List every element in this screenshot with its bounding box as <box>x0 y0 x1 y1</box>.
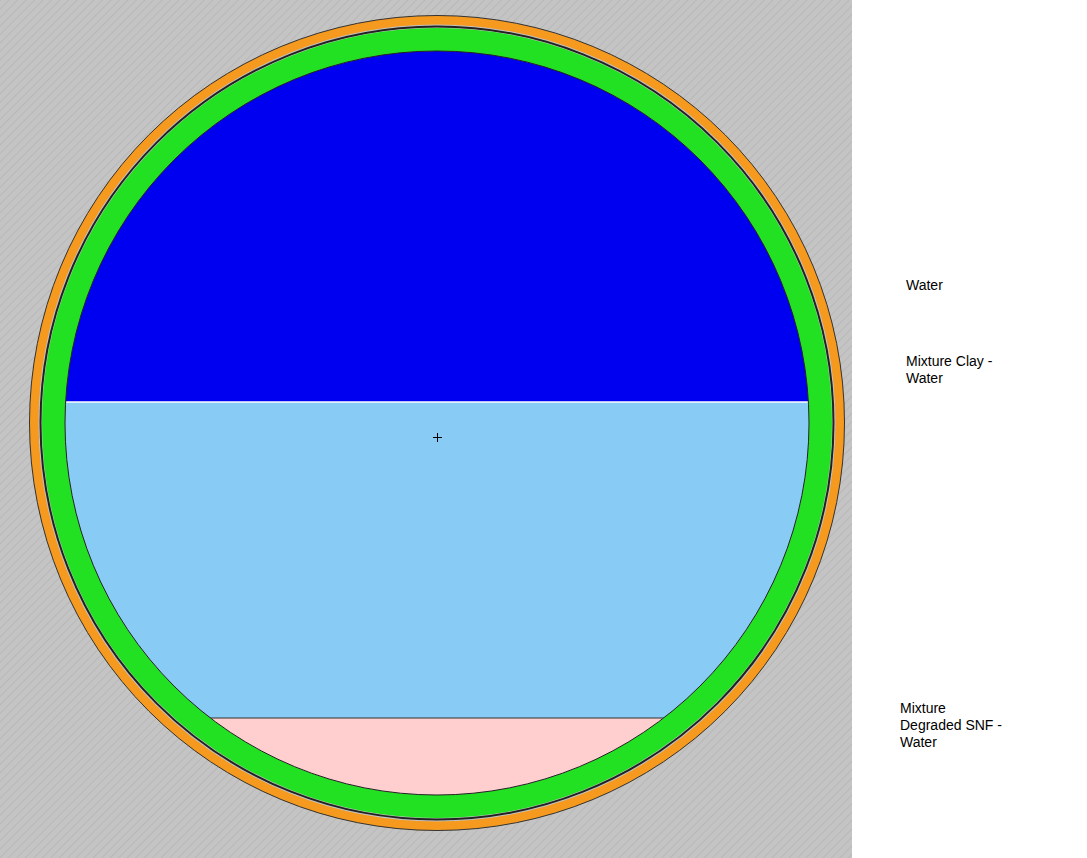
region-label: Water <box>906 277 1014 294</box>
region-label: Mixture Degraded SNF - Water <box>900 700 1008 751</box>
center-mark <box>433 433 442 442</box>
snf-water-band <box>0 718 900 858</box>
clay-water-band <box>0 402 900 718</box>
water-band <box>0 0 900 402</box>
region-label: Mixture Clay - Water <box>906 353 1014 387</box>
